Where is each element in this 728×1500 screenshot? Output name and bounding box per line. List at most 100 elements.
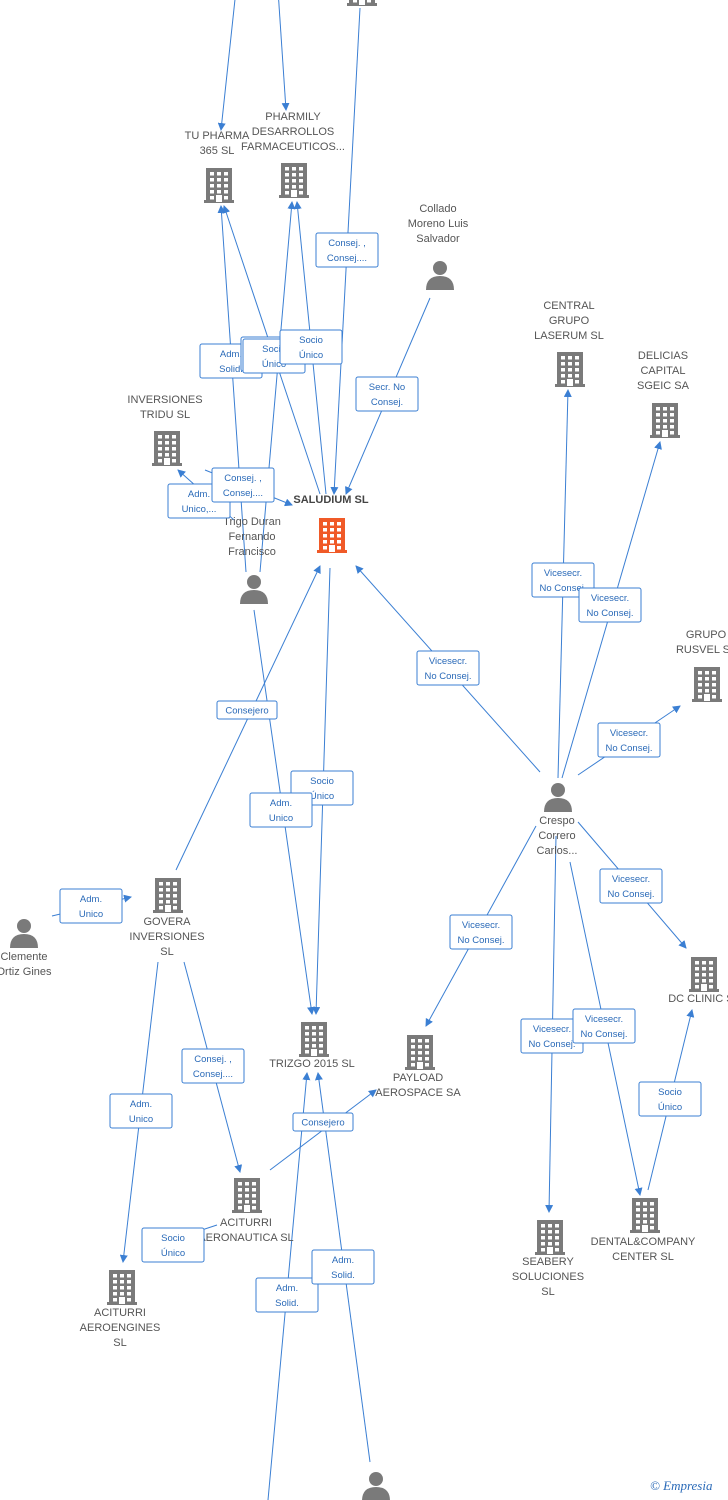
- edge-label-text: Adm.: [80, 894, 102, 905]
- building-icon: [650, 403, 680, 438]
- edge-label-text: Vicesecr.: [610, 728, 648, 739]
- edge-label-text: Consejero: [301, 1118, 344, 1129]
- edge-label-text: Vicesecr.: [585, 1014, 623, 1025]
- edge-label-crespo-to-delicias[interactable]: Vicesecr.No Consej.: [578, 587, 642, 623]
- node-trizgo[interactable]: TRIZGO 2015 SL: [269, 1022, 355, 1070]
- building-icon: [689, 957, 719, 992]
- node-bottom_person[interactable]: [362, 1472, 390, 1500]
- edge-label-box: [249, 792, 313, 828]
- edge-top_mid_off-to-pharmily: [278, 0, 290, 111]
- edge-label-text: Único: [262, 359, 286, 370]
- edge-label-text: Secr. No: [369, 382, 405, 393]
- edge-label-trigo-to-saludium[interactable]: Consej. , Consej....: [211, 467, 275, 503]
- node-label-delicias: DELICIAS: [638, 350, 688, 362]
- node-pharmily[interactable]: PHARMILYDESARROLLOSFARMACEUTICOS...: [241, 111, 345, 198]
- edge-label-trigo-to-trizgo[interactable]: Adm.Unico: [249, 792, 313, 828]
- node-label-inversiones_tridu: TRIDU SL: [140, 409, 190, 421]
- node-top_company[interactable]: [347, 0, 377, 6]
- edge-label-govera-to-saludium[interactable]: Consejero: [216, 700, 278, 720]
- edge-label-top_company-to-saludium[interactable]: Consej. ,Consej....: [315, 232, 379, 268]
- edge-label-text: Unico: [129, 1114, 153, 1125]
- edge-label-text: Socio: [161, 1233, 185, 1244]
- edge-label-text: Vicesecr.: [533, 1024, 571, 1035]
- edge-label-box: [638, 1081, 702, 1117]
- edge-label-aciturri_aeronautica-to-payload[interactable]: Consejero: [292, 1112, 354, 1132]
- edge-label-text: Consej. ,: [224, 473, 262, 484]
- node-label-dc_clinic: DC CLINIC SL: [668, 993, 728, 1005]
- edge-label-crespo-to-saludium[interactable]: Vicesecr. No Consej.: [416, 650, 480, 686]
- edge-label-crespo-to-central_grupo[interactable]: Vicesecr.No Consej.: [531, 562, 595, 598]
- edge-label-text: No Consej.: [529, 1039, 576, 1050]
- edge-label-text: Solid.: [219, 364, 243, 375]
- node-label-aciturri_aeronautica: ACITURRI: [220, 1217, 272, 1229]
- edge-label-text: Consej....: [223, 488, 263, 499]
- edge-label-text: Socio: [262, 344, 286, 355]
- person-icon: [362, 1472, 390, 1500]
- edge-trigo-to-tu_pharma: [217, 205, 247, 573]
- edge-label-box: [578, 587, 642, 623]
- edge-label-crespo-to-payload[interactable]: Vicesecr.No Consej.: [449, 914, 513, 950]
- node-label-trigo: Fernando: [228, 531, 275, 543]
- building-icon: [107, 1270, 137, 1305]
- node-label-delicias: CAPITAL: [640, 365, 685, 377]
- node-label-pharmily: PHARMILY: [265, 111, 321, 123]
- node-label-clemente: Clemente: [0, 951, 47, 963]
- edge-label-govera-to-aciturri_aeronautica[interactable]: Consej. ,Consej....: [181, 1048, 245, 1084]
- edge-label-text: Adm.: [270, 798, 292, 809]
- building-icon: [347, 0, 377, 6]
- edge-label-box: [597, 722, 661, 758]
- edge-label-crespo-to-dental_company[interactable]: Vicesecr.No Consej.: [572, 1008, 636, 1044]
- node-crespo[interactable]: CrespoCorreroCarlos...: [537, 783, 578, 857]
- edge-label-bottom_left_off-to-trizgo[interactable]: Adm.Solid.: [255, 1277, 319, 1313]
- edge-label-text: Vicesecr.: [429, 656, 467, 667]
- edge-label-box: [531, 562, 595, 598]
- node-dc_clinic[interactable]: DC CLINIC SL: [668, 957, 728, 1005]
- edge-label-box: [572, 1008, 636, 1044]
- edge-label-box: [449, 914, 513, 950]
- edge-label-bottom_person-to-trizgo[interactable]: Adm.Solid.: [311, 1249, 375, 1285]
- edge-label-govera-to-aciturri_aeroengines[interactable]: Adm. Unico: [109, 1093, 173, 1129]
- edge-label-text: No Consej.: [425, 671, 472, 682]
- edge-label-clemente-to-govera[interactable]: Adm. Unico: [59, 888, 123, 924]
- building-icon: [232, 1178, 262, 1213]
- node-label-govera: GOVERA: [143, 916, 191, 928]
- node-label-trigo: Francisco: [228, 546, 276, 558]
- node-saludium[interactable]: SALUDIUM SL: [293, 494, 369, 553]
- node-label-dental_company: CENTER SL: [612, 1251, 674, 1263]
- building-icon: [279, 163, 309, 198]
- edge-label-crespo-to-dc_clinic[interactable]: Vicesecr.No Consej.: [599, 868, 663, 904]
- edge-label-crespo-to-grupo_rusvel[interactable]: Vicesecr.No Consej.: [597, 722, 661, 758]
- node-label-clemente: Ortiz Gines: [0, 966, 52, 978]
- edge-label-text: No Consej.: [608, 889, 655, 900]
- edge-label-text: Consej....: [327, 253, 367, 264]
- person-icon: [240, 575, 268, 604]
- edge-label-text: Adm.: [130, 1099, 152, 1110]
- edge-label-text: Adm.: [188, 489, 210, 500]
- node-label-tu_pharma: TU PHARMA: [185, 130, 250, 142]
- building-icon: [692, 667, 722, 702]
- building-icon: [630, 1198, 660, 1233]
- edge-label-text: Vicesecr.: [544, 568, 582, 579]
- edge-label-text: Unico: [79, 909, 103, 920]
- building-icon: [405, 1035, 435, 1070]
